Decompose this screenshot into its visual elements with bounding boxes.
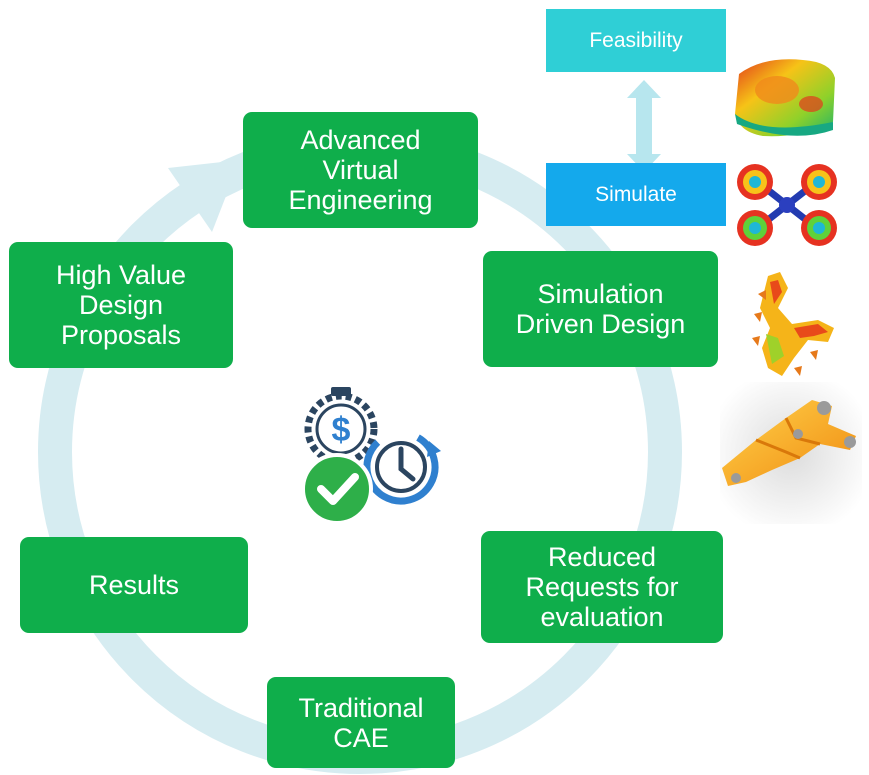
svg-text:$: $ [332,411,351,449]
feasibility-tag: Feasibility [546,9,726,72]
simulate-quad-heatmap-icon [737,164,837,246]
node-results: Results [20,537,248,633]
cycle-arrowhead [168,160,240,232]
node-advanced-virtual-engineering: Advanced Virtual Engineering [243,112,478,228]
node-high-value-design-proposals: High Value Design Proposals [9,242,233,368]
feasibility-heatmap-part-icon [735,59,835,137]
optimized-bracket-render-icon [720,382,862,524]
topology-heatmap-part-icon [752,272,834,376]
node-reduced-requests-for-evaluation: Reduced Requests for evaluation [481,531,723,643]
node-simulation-driven-design: Simulation Driven Design [483,251,718,367]
feasibility-simulate-connector [627,80,661,172]
clock-refresh-icon [363,429,441,505]
node-traditional-cae: Traditional CAE [267,677,455,768]
check-badge-icon [301,453,373,525]
cost-time-savings-icon: $ [301,387,441,525]
simulate-tag: Simulate [546,163,726,226]
stopwatch-dollar-icon: $ [304,387,378,466]
